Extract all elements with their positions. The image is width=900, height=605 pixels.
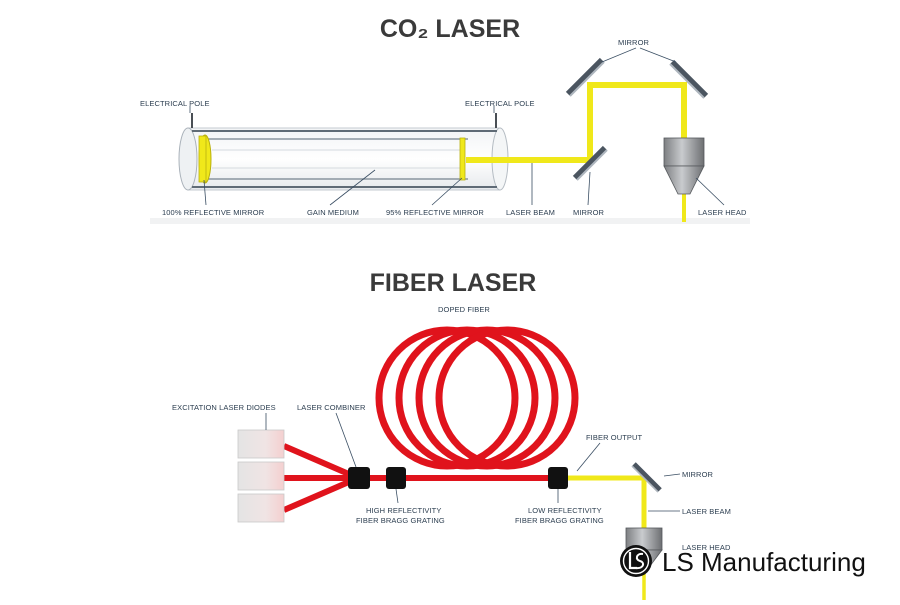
excitation-laser-diodes xyxy=(237,429,285,523)
label-high-reflectivity-line1: HIGH REFLECTIVITY xyxy=(366,506,441,515)
reflective-mirror-95 xyxy=(459,137,466,181)
label-mirror-top: MIRROR xyxy=(618,38,649,47)
label-95-reflective-mirror: 95% REFLECTIVE MIRROR xyxy=(386,208,484,217)
co2-mirror-bottom xyxy=(572,145,608,181)
label-electrical-pole-right: ELECTRICAL POLE xyxy=(465,99,535,108)
label-laser-combiner: LASER COMBINER xyxy=(297,403,366,412)
co2-mirror-top-left xyxy=(565,57,605,97)
label-electrical-pole-left: ELECTRICAL POLE xyxy=(140,99,210,108)
co2-mirror-top-right xyxy=(669,59,709,99)
label-co2-mirror-bottom: MIRROR xyxy=(573,208,604,217)
label-fiber-mirror: MIRROR xyxy=(682,470,713,479)
label-low-reflectivity-line2: FIBER BRAGG GRATING xyxy=(515,516,604,525)
label-gain-medium: GAIN MEDIUM xyxy=(307,208,359,217)
reflective-mirror-100 xyxy=(198,134,212,184)
label-excitation-laser-diodes: EXCITATION LASER DIODES xyxy=(172,403,276,412)
fiber-title: FIBER LASER xyxy=(370,269,537,297)
doped-fiber-coil xyxy=(375,326,579,470)
ls-logo-icon xyxy=(620,545,652,577)
high-reflectivity-fbg xyxy=(386,467,406,489)
co2-title: CO₂ LASER xyxy=(380,15,520,43)
label-fiber-laser-beam: LASER BEAM xyxy=(682,507,731,516)
label-low-reflectivity-line1: LOW REFLECTIVITY xyxy=(528,506,602,515)
pump-fibers xyxy=(282,443,556,513)
label-fiber-output: FIBER OUTPUT xyxy=(586,433,643,442)
low-reflectivity-fbg xyxy=(548,467,568,489)
co2-laser-head xyxy=(663,137,705,195)
fiber-mirror xyxy=(631,462,662,493)
label-100-reflective-mirror: 100% REFLECTIVE MIRROR xyxy=(162,208,265,217)
co2-floor-shadow xyxy=(150,218,750,224)
label-doped-fiber: DOPED FIBER xyxy=(438,305,490,314)
fiber-leader-lines xyxy=(265,412,681,512)
label-fiber-laser-head: LASER HEAD xyxy=(682,543,731,552)
co2-laser-tube xyxy=(178,127,509,191)
brand-watermark: LS Manufacturing xyxy=(620,545,866,577)
brand-name: LS Manufacturing xyxy=(662,547,866,577)
co2-leader-lines xyxy=(189,47,725,206)
label-co2-laser-beam: LASER BEAM xyxy=(506,208,555,217)
label-high-reflectivity-line2: FIBER BRAGG GRATING xyxy=(356,516,445,525)
laser-combiner xyxy=(348,467,370,489)
co2-laser-beam xyxy=(466,82,687,222)
label-co2-laser-head: LASER HEAD xyxy=(698,208,747,217)
